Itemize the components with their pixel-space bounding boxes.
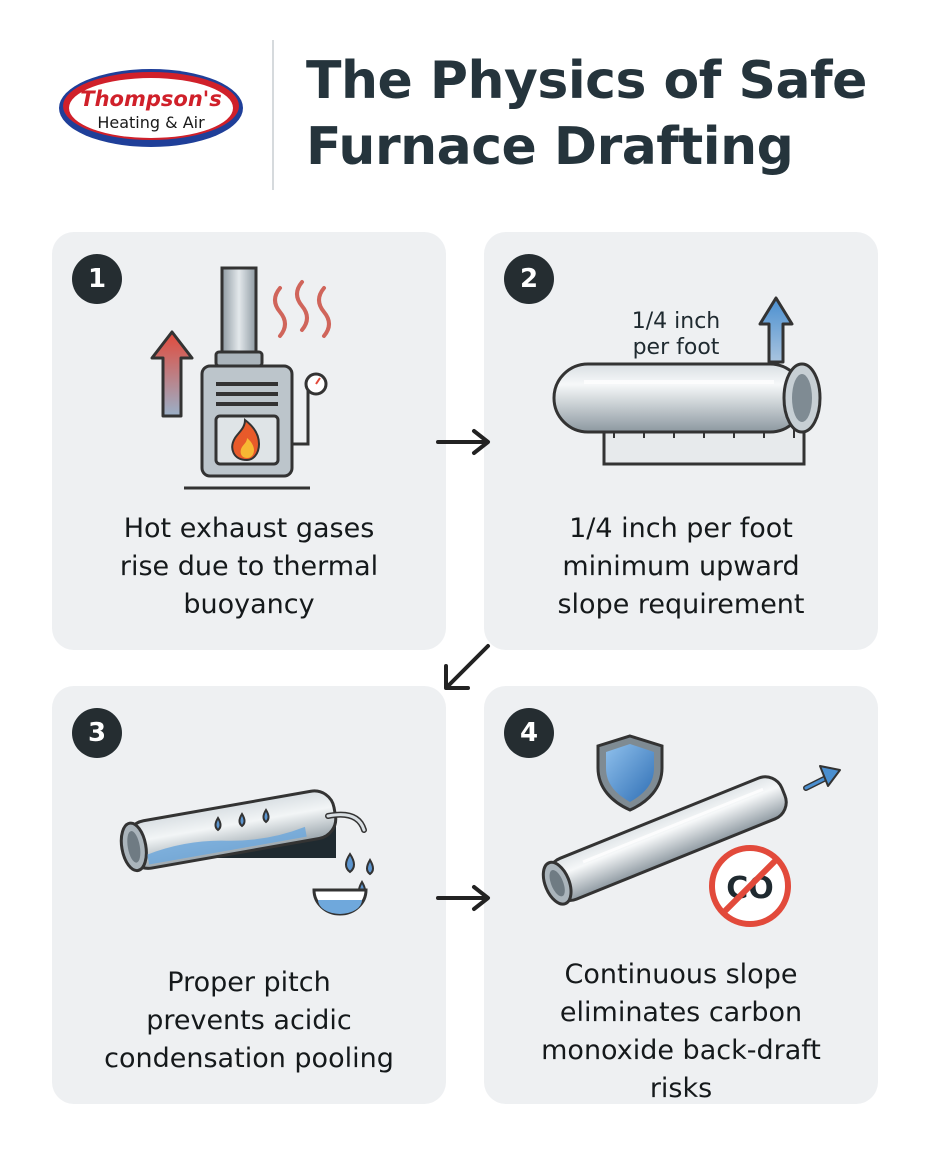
logo-brand-name: Thompson's: [80, 87, 221, 111]
step-caption: Proper pitch prevents acidic condensatio…: [62, 964, 436, 1078]
step-card-2: 2 1/4 inch per foot: [484, 232, 878, 650]
pipe-icon: [541, 775, 788, 906]
sloped-pipe-illustration: 1/4 inch per foot: [552, 296, 822, 466]
condensate-pipe-illustration: [119, 789, 374, 916]
step-caption: 1/4 inch per foot minimum upward slope r…: [494, 510, 868, 624]
flow-arrow-icon: [803, 765, 841, 791]
page-title: The Physics of Safe Furnace Drafting: [306, 48, 906, 180]
furnace-illustration: [150, 266, 331, 490]
step-number-badge: 3: [72, 708, 122, 758]
flow-arrow-3-to-4: [434, 882, 494, 914]
caption-line: monoxide back-draft: [541, 1035, 821, 1066]
caption-line: condensation pooling: [104, 1043, 394, 1074]
caption-line: Continuous slope: [564, 959, 798, 990]
caption-line: minimum upward: [562, 551, 800, 582]
flow-arrow-icon: [436, 885, 490, 911]
company-logo[interactable]: Thompson's Heating & Air: [56, 66, 246, 150]
shield-icon: [596, 734, 664, 812]
flame-icon: [231, 418, 261, 462]
caption-line: slope requirement: [557, 589, 805, 620]
flow-arrow-icon: [444, 644, 490, 690]
title-line-2: Furnace Drafting: [306, 117, 794, 177]
step-number-badge: 2: [504, 254, 554, 304]
flow-arrow-1-to-2: [434, 426, 494, 458]
caption-line: eliminates carbon: [559, 997, 803, 1028]
exhaust-pipe: [214, 266, 264, 368]
flow-arrow-2-to-3: [438, 640, 494, 696]
header-divider: [272, 40, 274, 190]
step-number-badge: 4: [504, 708, 554, 758]
step-number-badge: 1: [72, 254, 122, 304]
logo-emblem: Thompson's Heating & Air: [59, 69, 243, 147]
step-caption: Hot exhaust gases rise due to thermal bu…: [62, 510, 436, 624]
logo-tagline: Heating & Air: [97, 113, 205, 132]
drain-spout: [325, 811, 367, 833]
step-caption: Continuous slope eliminates carbon monox…: [494, 956, 868, 1108]
slope-annotation-line-1: 1/4 inch: [632, 309, 721, 334]
drain-basin: [312, 888, 368, 916]
up-arrow-icon: [758, 296, 794, 364]
title-line-1: The Physics of Safe: [306, 51, 867, 111]
step-card-4: 4 CO Con: [484, 686, 878, 1104]
header: Thompson's Heating & Air The Physics of …: [0, 0, 928, 200]
slope-annotation-line-2: per foot: [633, 335, 720, 360]
step-card-3: 3: [52, 686, 446, 1104]
pipe-icon: [119, 789, 338, 873]
caption-line: Proper pitch: [167, 967, 331, 998]
steam-icon: [273, 280, 331, 338]
gauge-icon: [292, 372, 328, 446]
up-arrow-icon: [150, 330, 194, 418]
caption-line: rise due to thermal: [119, 551, 379, 582]
caption-line: risks: [649, 1073, 713, 1104]
caption-line: Hot exhaust gases: [123, 513, 375, 544]
step-card-1: 1: [52, 232, 446, 650]
caption-line: 1/4 inch per foot: [569, 513, 793, 544]
caption-line: buoyancy: [183, 589, 315, 620]
no-co-icon: CO: [709, 845, 791, 927]
caption-line: prevents acidic: [146, 1005, 352, 1036]
safe-venting-illustration: CO: [541, 734, 841, 927]
pipe-icon: [552, 362, 822, 434]
flow-arrow-icon: [436, 429, 490, 455]
